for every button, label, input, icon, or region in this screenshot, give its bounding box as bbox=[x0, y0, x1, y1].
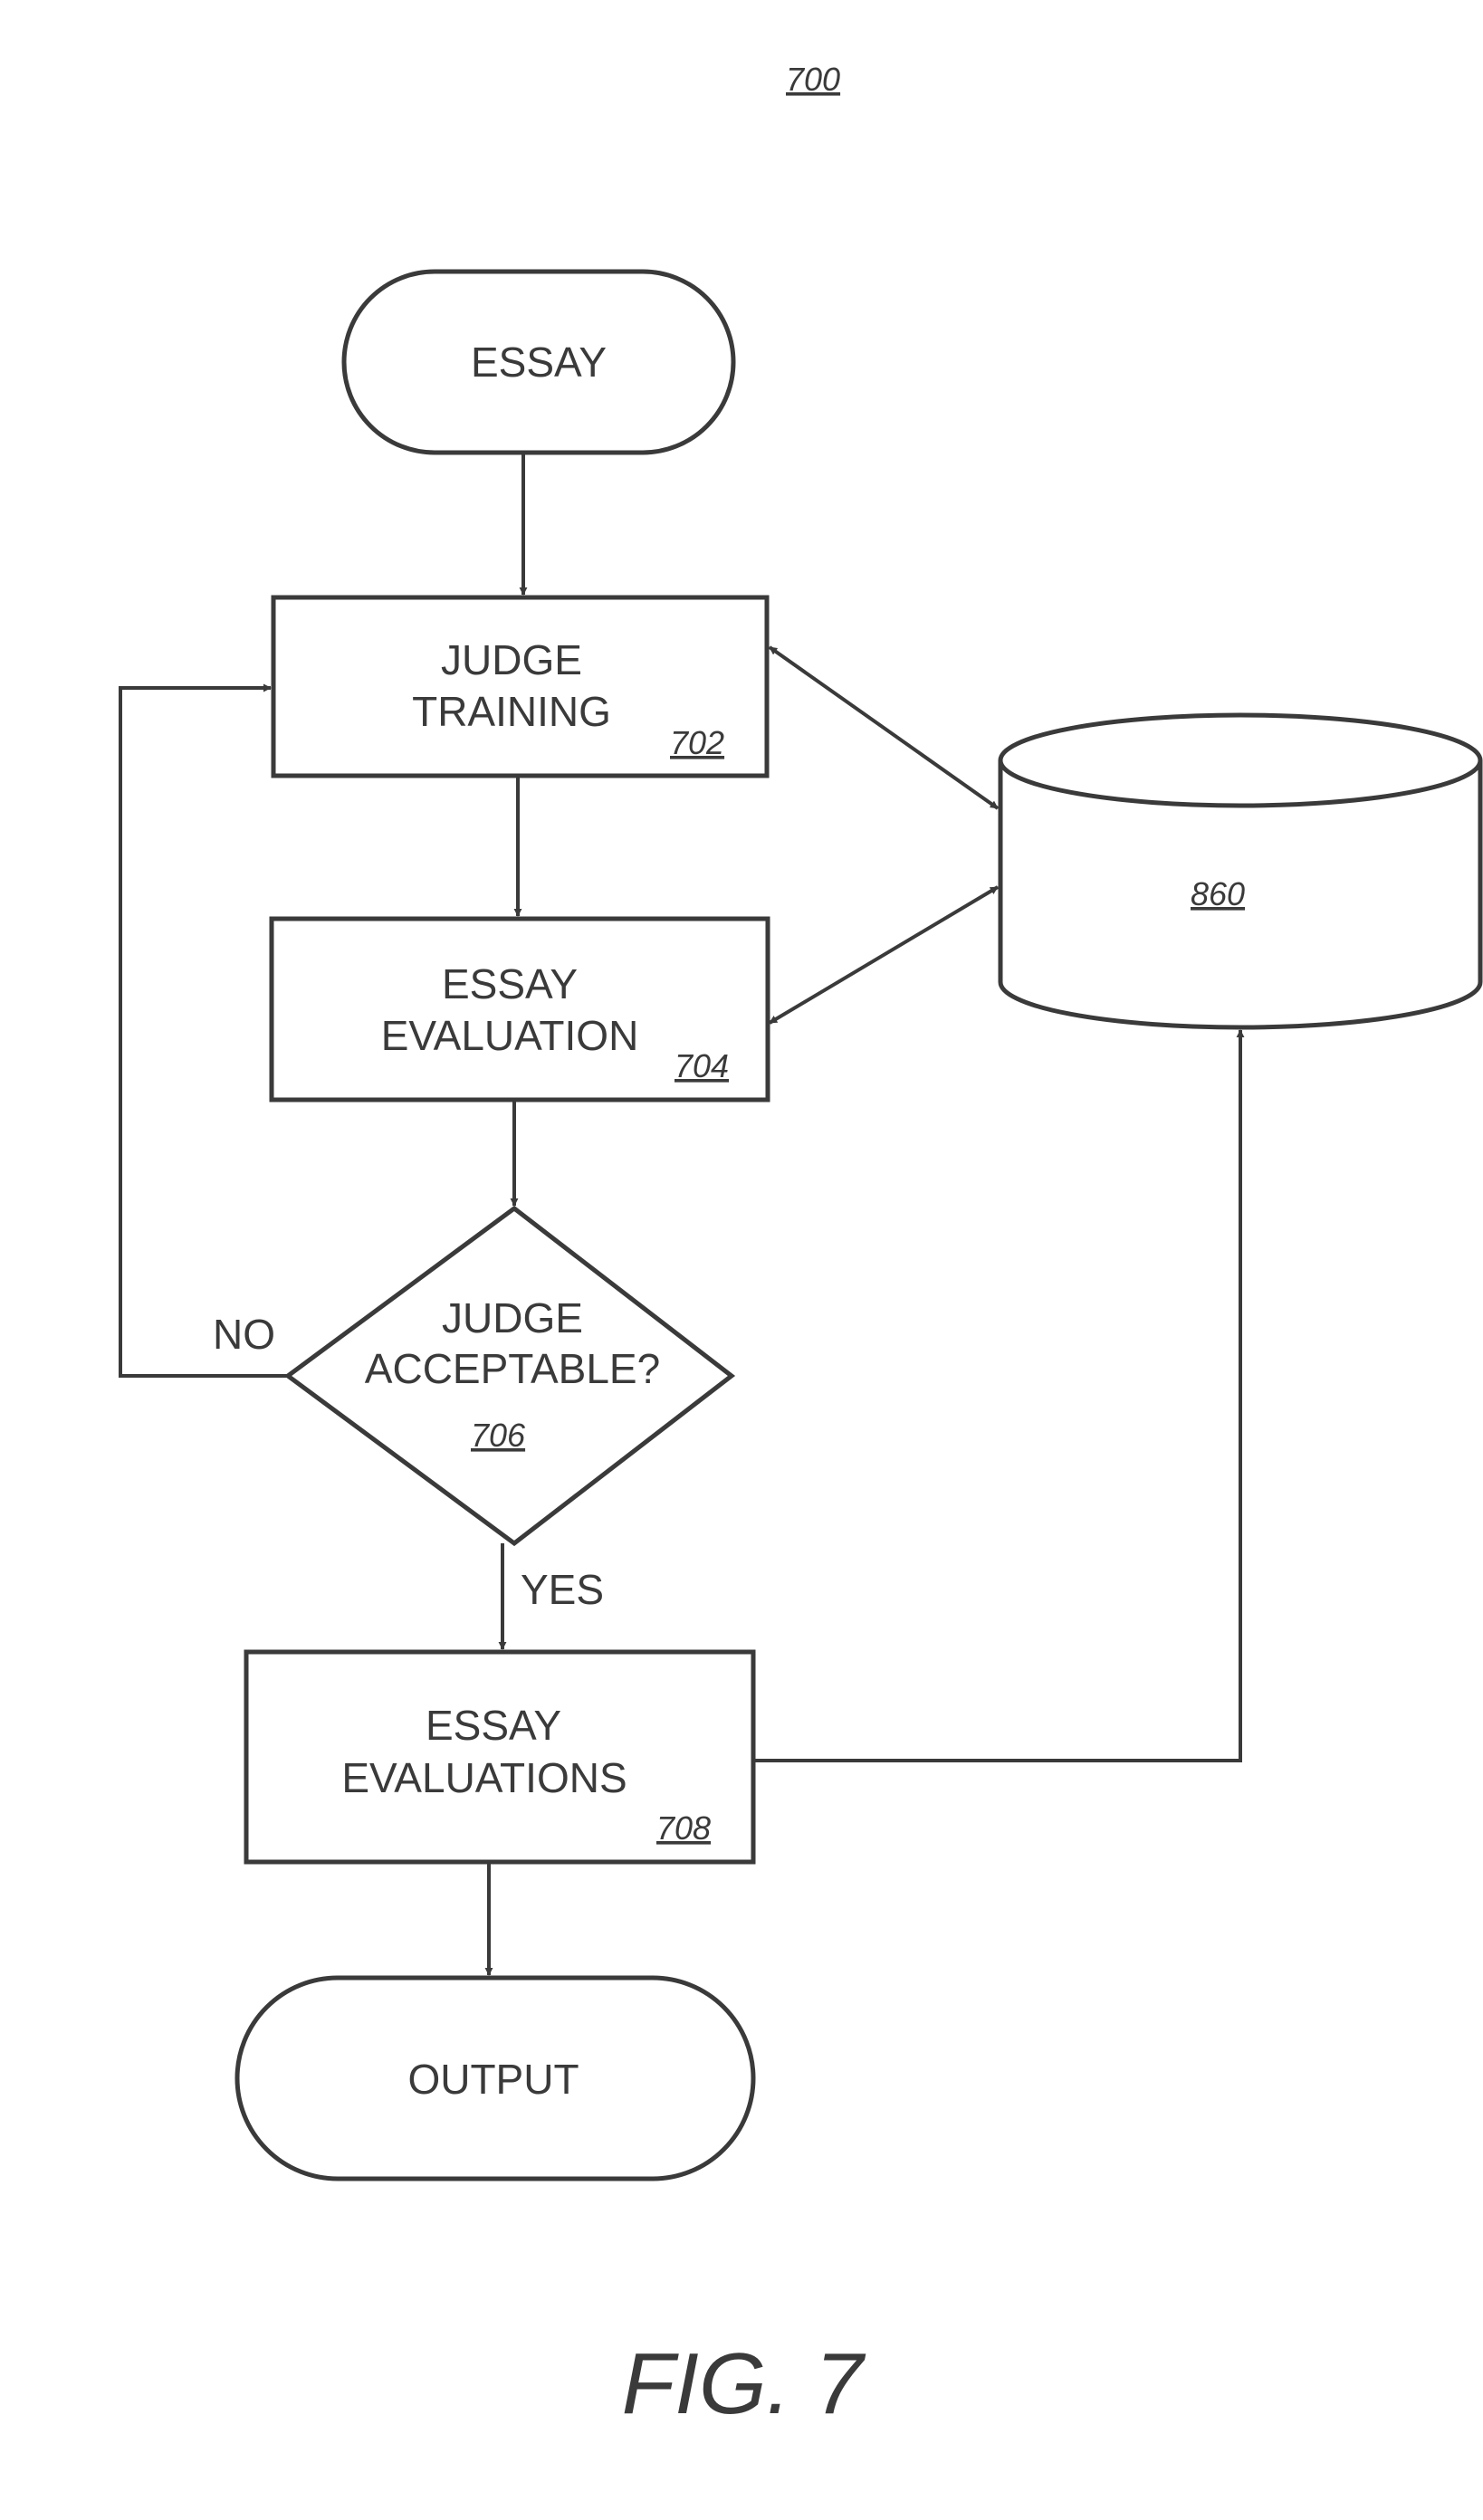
decision-ref: 706 bbox=[471, 1417, 526, 1454]
output-terminal-label: OUTPUT bbox=[407, 2056, 579, 2103]
decision-diamond: JUDGE ACCEPTABLE? 706 bbox=[288, 1208, 732, 1543]
essay-evaluation-box: ESSAY EVALUATION 704 bbox=[272, 919, 768, 1100]
essay-evaluation-line1: ESSAY bbox=[442, 960, 578, 1007]
essay-evaluations-ref: 708 bbox=[656, 1809, 711, 1847]
start-terminal: ESSAY bbox=[344, 272, 733, 453]
essay-evaluations-box: ESSAY EVALUATIONS 708 bbox=[246, 1652, 753, 1862]
decision-line1: JUDGE bbox=[442, 1294, 583, 1341]
decision-yes-label: YES bbox=[521, 1566, 604, 1613]
judge-training-box: JUDGE TRAINING 702 bbox=[273, 597, 767, 776]
judge-training-line1: JUDGE bbox=[441, 636, 582, 683]
essay-evaluation-line2: EVALUATION bbox=[381, 1012, 639, 1059]
essay-evaluation-ref: 704 bbox=[675, 1047, 729, 1084]
figure-caption: FIG. 7 bbox=[622, 2335, 866, 2432]
figure-reference-number: 700 bbox=[786, 61, 840, 98]
judge-training-ref: 702 bbox=[670, 724, 724, 761]
start-terminal-label: ESSAY bbox=[471, 339, 607, 386]
edge-training-database bbox=[770, 647, 998, 808]
edge-evaluations-to-database bbox=[753, 1030, 1240, 1761]
database-top bbox=[1000, 715, 1480, 806]
judge-training-line2: TRAINING bbox=[412, 688, 611, 735]
output-terminal: OUTPUT bbox=[237, 1978, 753, 2179]
decision-line2: ACCEPTABLE? bbox=[365, 1345, 660, 1392]
edge-decision-no-loop bbox=[120, 688, 288, 1376]
essay-evaluations-line1: ESSAY bbox=[426, 1702, 561, 1749]
database-cylinder: 860 bbox=[1000, 715, 1480, 1027]
essay-evaluations-line2: EVALUATIONS bbox=[341, 1754, 627, 1801]
edge-evaluation-database bbox=[770, 887, 998, 1023]
decision-no-label: NO bbox=[213, 1311, 275, 1358]
database-ref: 860 bbox=[1191, 875, 1245, 912]
